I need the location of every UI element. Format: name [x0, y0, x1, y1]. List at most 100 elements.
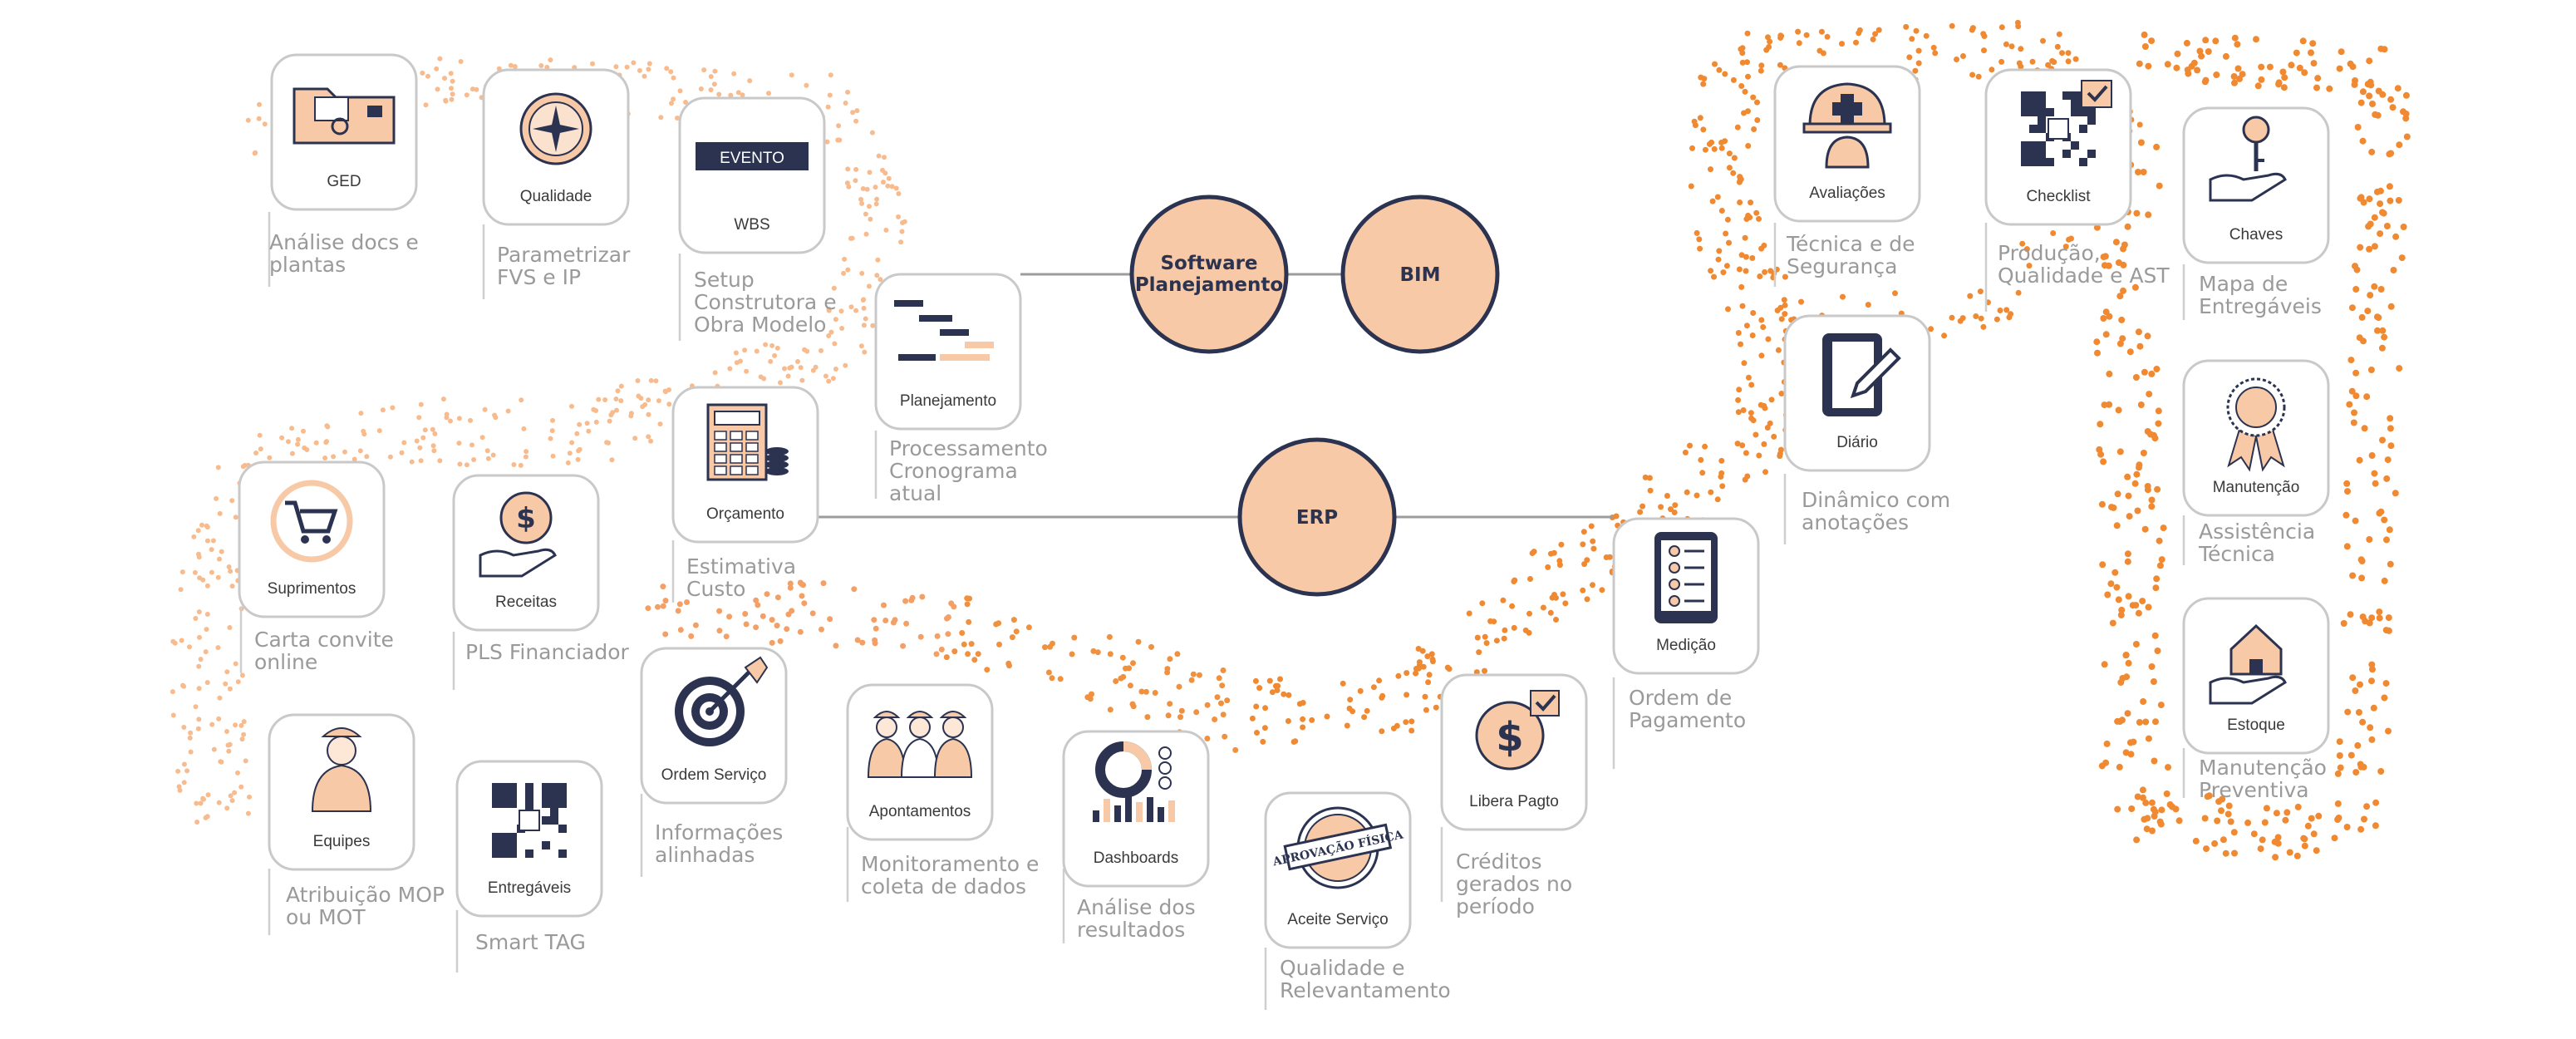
card-frame [238, 460, 386, 618]
coin-check-icon: $ [1475, 690, 1560, 771]
description-lines [239, 212, 2185, 1010]
evento-icon: EVENTO [696, 142, 809, 170]
hub-erp[interactable]: ERP [1237, 437, 1397, 597]
card-label: Avaliações [1809, 185, 1885, 202]
card-label: GED [327, 173, 361, 190]
svg-text:$: $ [516, 502, 536, 535]
compass-icon [519, 92, 592, 165]
card-frame [2182, 597, 2330, 755]
evento-text: EVENTO [720, 150, 784, 167]
card-label: Entregáveis [488, 879, 571, 897]
hub-software-label-1: Software [1160, 253, 1257, 274]
hub-erp-label: ERP [1296, 507, 1338, 529]
house-hand-icon [2209, 623, 2287, 705]
money-hand-icon: $ [479, 491, 557, 578]
card-label: Receitas [495, 593, 557, 611]
cart-icon [270, 480, 353, 563]
worker-icon [311, 727, 372, 812]
card-label: Planejamento [900, 392, 996, 410]
card-description: PLS Financiador [465, 640, 630, 664]
card-label: Checklist [2026, 188, 2091, 205]
card-label: Qualidade [520, 188, 592, 205]
card-label: Chaves [2229, 226, 2283, 244]
card-label: Libera Pagto [1469, 793, 1559, 810]
workers-group-icon [867, 711, 973, 778]
hub-software[interactable]: Software Planejamento [1129, 195, 1289, 354]
card-label: Estoque [2227, 716, 2285, 734]
svg-text:$: $ [1496, 714, 1523, 761]
hub-software-label-2: Planejamento [1135, 274, 1283, 296]
card-label: Ordem Serviço [661, 766, 767, 784]
card-label: Suprimentos [268, 580, 356, 598]
card-label: Diário [1836, 434, 1878, 451]
card-frame [874, 273, 1022, 431]
qr-check-icon [2021, 80, 2112, 166]
key-hand-icon [2209, 116, 2287, 202]
card-label: Manutenção [2213, 479, 2300, 496]
tablet-icon [1654, 532, 1718, 623]
hub-bim-label: BIM [1400, 264, 1441, 286]
notebook-icon [1822, 333, 1901, 416]
gantt-icon [894, 300, 994, 361]
target-icon [675, 656, 769, 746]
card-label: Apontamentos [869, 803, 971, 820]
hub-bim[interactable]: BIM [1340, 195, 1500, 354]
qr-icon [492, 783, 567, 858]
folder-icon [293, 87, 396, 145]
card-description: Smart TAG [475, 930, 586, 954]
helmet-icon [1802, 82, 1892, 169]
card-label: WBS [734, 216, 769, 234]
card-label: Medição [1656, 637, 1716, 654]
connectors [814, 273, 1614, 519]
card-label: Dashboards [1094, 849, 1178, 867]
medal-icon [2226, 377, 2286, 472]
card-label: Aceite Serviço [1287, 911, 1388, 928]
card-label: Orçamento [706, 505, 784, 523]
card-label: Equipes [313, 833, 371, 850]
card-description: Produção,Qualidade e AST [1998, 241, 2170, 288]
dashboard-icon [1093, 741, 1175, 822]
calculator-icon [706, 403, 789, 481]
dotted-background [170, 19, 2411, 861]
